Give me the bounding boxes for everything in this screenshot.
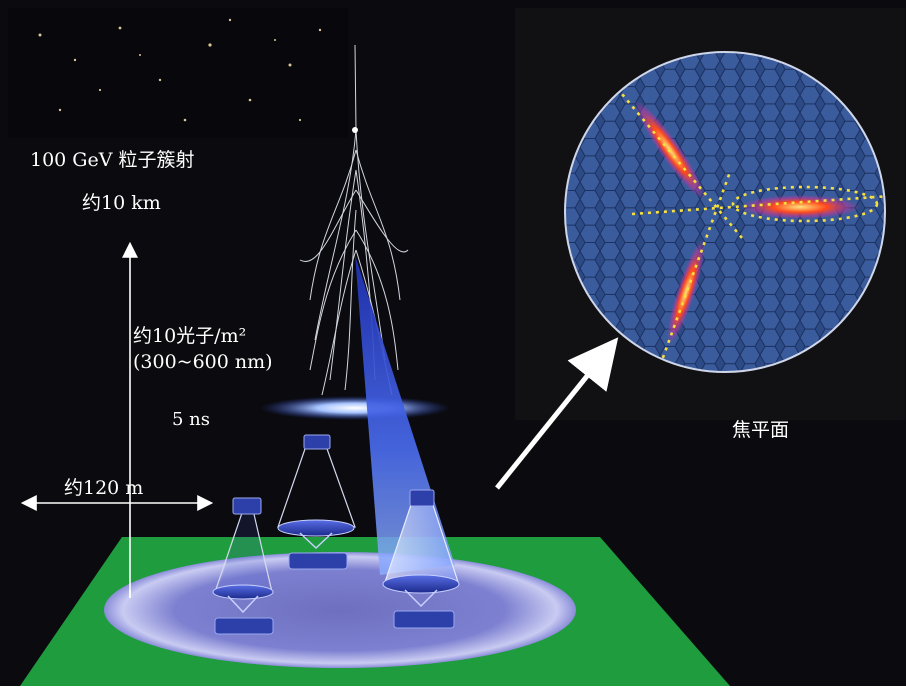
starfield-panel [8,8,348,138]
label-shower: 100 GeV 粒子簇射 [30,149,195,171]
primary-interaction-point [352,127,358,133]
camera-focal-plane [564,51,886,373]
camera-pixel-array [565,52,885,372]
label-photon-density: 约10光子/m² [133,325,247,347]
telescope-left [212,497,274,635]
label-duration: 5 ns [172,409,211,430]
particle-shower [299,44,409,396]
label-altitude: 约10 km [82,192,161,214]
focal-plane-pointer-arrow [495,337,619,490]
label-radius: 约120 m [64,477,144,499]
telescope-front [382,489,460,629]
label-focal-plane: 焦平面 [732,419,790,441]
image-axis-lines [611,81,885,372]
stars [38,18,322,122]
camera-rim [564,51,886,373]
telescope-back [277,434,356,570]
shower-image-right [740,195,860,219]
cherenkov-flash [260,396,450,420]
label-wavelength: (300~600 nm) [133,351,273,373]
